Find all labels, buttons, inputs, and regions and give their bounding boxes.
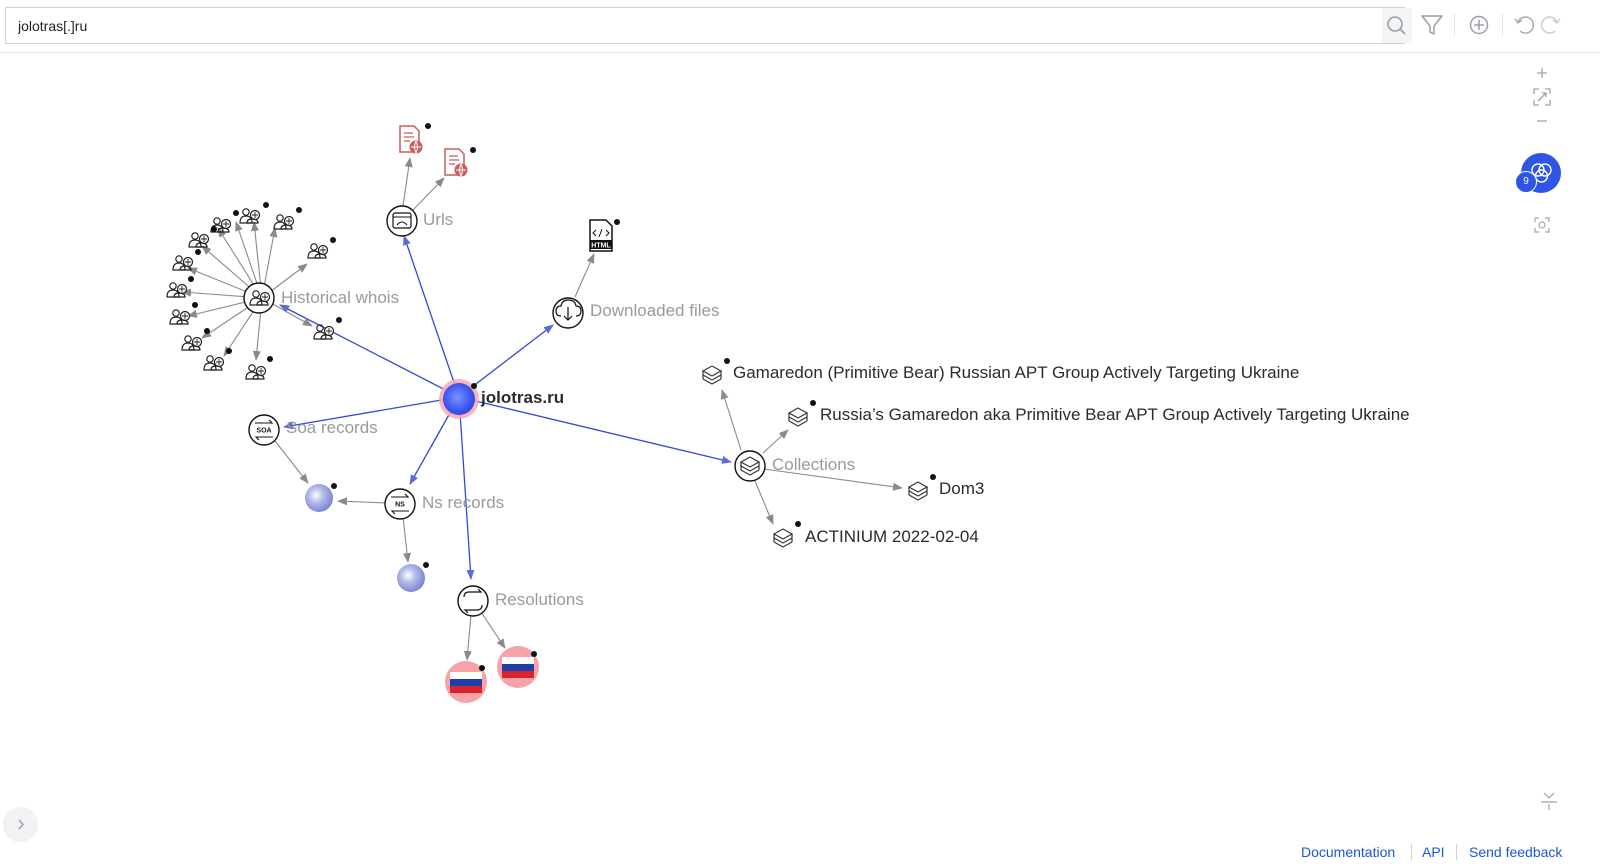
url-leaf-2 <box>444 147 476 178</box>
url-leaf-1 <box>399 123 431 155</box>
expand-sidebar-button[interactable] <box>4 808 37 841</box>
resolutions-group-label[interactable]: Resolutions <box>495 590 584 609</box>
collections-group-label[interactable]: Collections <box>772 455 856 474</box>
top-toolbar <box>0 0 1600 53</box>
graph-edges-layer: SOA NS HTML <box>166 123 936 703</box>
flag-leaf-1 <box>445 661 487 703</box>
search-icon <box>1387 16 1406 35</box>
historical-whois-group-label[interactable]: Historical whois <box>281 288 400 307</box>
node-historical-whois <box>243 282 275 314</box>
add-circle-icon[interactable] <box>1464 10 1494 40</box>
send-feedback-link[interactable]: Send feedback <box>1469 844 1563 860</box>
svg-text:SOA: SOA <box>256 428 271 435</box>
fit-screen-icon[interactable] <box>1530 85 1554 109</box>
whois-leaves <box>166 202 342 380</box>
flag-leaf-2 <box>497 646 539 688</box>
filter-icon[interactable] <box>1417 10 1447 40</box>
documentation-link[interactable]: Documentation <box>1301 844 1396 860</box>
node-collections <box>734 450 766 482</box>
collection-label[interactable]: Russia’s Gamaredon aka Primitive Bear AP… <box>820 405 1410 424</box>
redo-icon[interactable] <box>1535 10 1565 40</box>
collection-label[interactable]: ACTINIUM 2022-02-04 <box>805 527 979 546</box>
zoom-out-icon[interactable] <box>1530 109 1554 133</box>
graph-canvas[interactable]: SOA NS HTML <box>0 53 1600 866</box>
search-box[interactable] <box>5 7 1412 44</box>
collapse-panel-icon[interactable] <box>1537 788 1561 812</box>
node-resolutions <box>457 585 489 617</box>
svg-text:HTML: HTML <box>591 243 611 250</box>
footer-divider <box>1411 844 1412 860</box>
downloaded-files-group-label[interactable]: Downloaded files <box>590 301 720 320</box>
selection-icon[interactable] <box>1530 213 1554 237</box>
zoom-in-icon[interactable] <box>1530 61 1554 85</box>
collection-label[interactable]: Dom3 <box>939 479 985 498</box>
node-center-domain <box>439 379 479 419</box>
svg-text:NS: NS <box>395 502 405 509</box>
selection-count-badge: 9 <box>1515 171 1537 193</box>
undo-icon[interactable] <box>1510 10 1540 40</box>
search-button[interactable] <box>1382 8 1412 43</box>
collection-leaf-2 <box>788 400 816 427</box>
chevron-right-icon <box>18 819 24 830</box>
node-soa-records: SOA <box>248 414 280 446</box>
html-file-leaf: HTML <box>589 219 620 252</box>
node-urls <box>386 205 418 237</box>
soa-globe-leaf <box>305 483 337 512</box>
collection-label[interactable]: Gamaredon (Primitive Bear) Russian APT G… <box>733 363 1300 382</box>
collection-leaf-4 <box>773 521 801 548</box>
node-ns-records: NS <box>384 488 416 520</box>
toolbar-divider <box>1502 14 1503 36</box>
api-link[interactable]: API <box>1422 844 1445 860</box>
toolbar-divider <box>1454 14 1455 36</box>
search-input[interactable] <box>18 8 1378 43</box>
footer-divider <box>1456 844 1457 860</box>
collection-leaf-1 <box>702 358 730 385</box>
collection-leaf-3 <box>908 474 936 501</box>
node-downloaded-files <box>552 297 584 329</box>
ns-globe-leaf <box>397 562 429 592</box>
center-domain-label[interactable]: jolotras.ru <box>481 388 565 407</box>
ns-records-group-label[interactable]: Ns records <box>422 493 505 512</box>
urls-group-label[interactable]: Urls <box>423 210 454 229</box>
soa-records-group-label[interactable]: Soa records <box>286 418 378 437</box>
